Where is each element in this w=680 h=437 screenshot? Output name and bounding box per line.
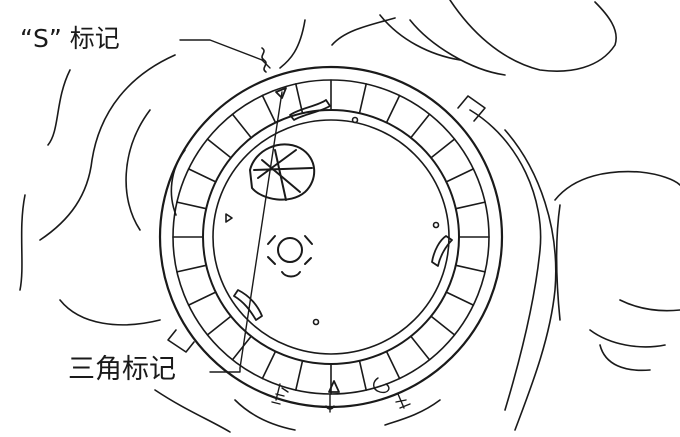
small-holes	[225, 116, 440, 326]
triangle-mark-label: 三角标记	[68, 354, 176, 385]
ring-spoke	[385, 94, 401, 124]
ring-spoke	[358, 359, 368, 391]
ring-spoke	[187, 291, 217, 306]
ring-spoke	[261, 94, 277, 124]
ring-spoke	[454, 201, 486, 210]
bottom-terminals	[271, 377, 411, 413]
s-mark-label: “S” 标记	[20, 24, 120, 53]
ring-clips	[233, 99, 453, 321]
ring-spoke	[385, 350, 401, 380]
ring-spoke	[231, 113, 252, 139]
ring-spoke	[294, 83, 304, 114]
ring-spoke	[206, 138, 232, 159]
ring-spoke	[409, 113, 431, 139]
ring-spoke	[294, 359, 304, 391]
ring-spoke	[445, 168, 475, 183]
s-mark-spring	[261, 47, 267, 73]
ring-segments	[172, 79, 490, 395]
ring-spoke	[409, 335, 431, 361]
triangle-marks	[275, 87, 340, 393]
leader-lines	[179, 39, 283, 373]
outer-ring	[158, 65, 504, 409]
hub-grid-mark	[249, 143, 316, 201]
ring-spoke	[430, 315, 456, 336]
ring-spoke	[206, 315, 232, 336]
ring-spoke	[454, 264, 486, 273]
ring-tab-right	[457, 95, 486, 122]
background-contour-lines	[19, 0, 680, 433]
center-pin	[267, 235, 313, 278]
ring-spoke	[445, 291, 475, 306]
ring-spoke	[261, 350, 277, 380]
ring-spoke	[176, 201, 207, 210]
ring-spoke	[231, 335, 252, 361]
ring-spoke	[176, 264, 207, 273]
ring-spoke	[430, 138, 456, 159]
ring-spoke	[187, 168, 217, 183]
ring-spoke	[358, 83, 368, 114]
ring-tab-left	[167, 329, 195, 353]
